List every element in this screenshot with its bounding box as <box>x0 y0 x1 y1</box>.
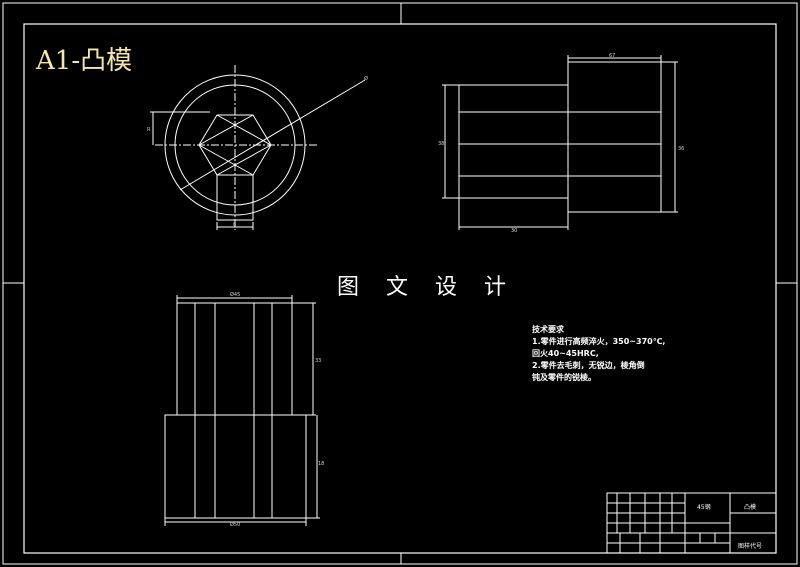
dim-front-mid: 33 <box>315 358 321 364</box>
note-line-0: 技术要求 <box>532 324 565 334</box>
note-line-3: 2.零件去毛刺，无锐边，棱角倒 <box>532 360 645 370</box>
drawing-title: A1-凸模 <box>35 46 132 76</box>
dim-side-bottom: 30 <box>511 228 517 234</box>
watermark-text: 图 文 设 计 <box>337 275 516 300</box>
dim-side-left: 38 <box>438 141 444 147</box>
dim-front-right: 18 <box>318 461 324 467</box>
note-line-2: 回火40~45HRC, <box>532 349 599 358</box>
title-block: 45钢 凸模 图样代号 <box>606 492 777 554</box>
dim-side-top: 67 <box>609 53 615 59</box>
technical-notes: 技术要求 1.零件进行高频淬火，350~370℃, 回火40~45HRC, 2.… <box>532 324 665 382</box>
dim-top-bottom: 8 <box>233 222 236 228</box>
dim-top-left: R <box>147 127 151 133</box>
inner-frame <box>23 23 777 554</box>
front-view: Ø45 33 18 Ø50 <box>164 291 324 528</box>
centering-marks <box>3 3 797 564</box>
title-block-part-name: 凸模 <box>744 503 756 511</box>
top-view: Ø R 8 <box>147 65 368 230</box>
dim-front-bottom: Ø50 <box>230 521 240 528</box>
dim-side-right: 36 <box>678 146 684 152</box>
dim-top-diameter: Ø <box>364 75 368 82</box>
note-line-1: 1.零件进行高频淬火，350~370℃, <box>532 336 665 346</box>
title-block-material: 45钢 <box>697 503 711 511</box>
dim-front-top: Ø45 <box>230 291 240 298</box>
title-block-drawing-code: 图样代号 <box>738 542 762 550</box>
side-view: 67 38 36 30 <box>438 53 684 234</box>
note-line-4: 钝及零件的锐棱。 <box>532 372 596 382</box>
